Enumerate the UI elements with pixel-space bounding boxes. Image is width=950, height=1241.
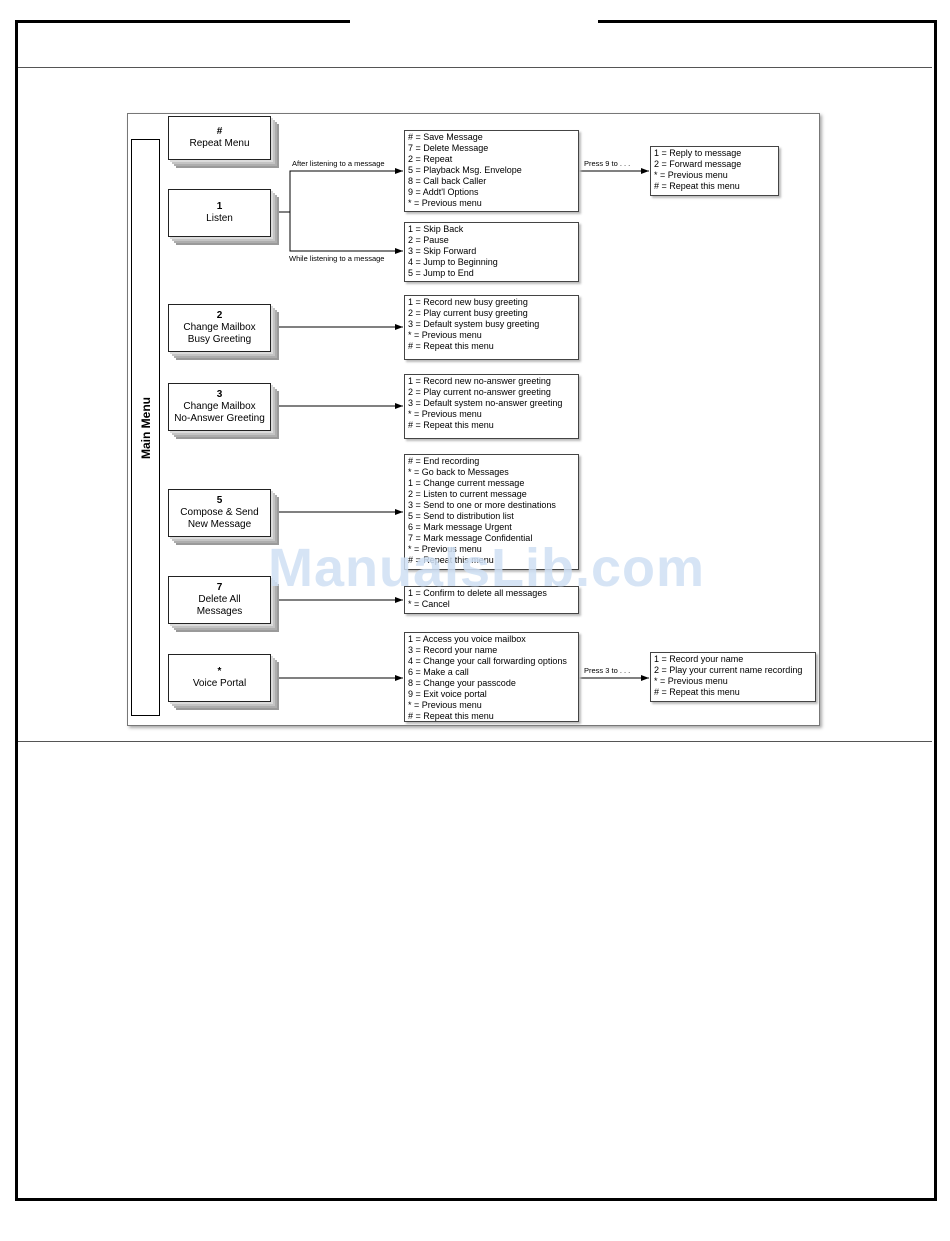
- watermark: ManualsLib.com: [268, 538, 706, 598]
- label-after-listening: After listening to a message: [292, 159, 385, 168]
- option-line: 1 = Record new no-answer greeting: [408, 376, 551, 386]
- option-line: 2 = Forward message: [654, 159, 742, 169]
- key-symbol: 7: [216, 582, 223, 593]
- option-line: 1 = Record new busy greeting: [408, 297, 528, 307]
- option-line: 7 = Delete Message: [408, 143, 489, 153]
- option-line: 2 = Listen to current message: [408, 489, 527, 499]
- option-line: * = Previous menu: [408, 700, 482, 710]
- header-rule-left: [15, 20, 350, 23]
- options-delete-all: 1 = Confirm to delete all messages* = Ca…: [404, 586, 579, 614]
- option-line: 5 = Playback Msg. Envelope: [408, 165, 522, 175]
- option-line: 1 = Confirm to delete all messages: [408, 588, 547, 598]
- key-symbol: 5: [216, 495, 223, 506]
- key-label: Repeat Menu: [189, 138, 250, 149]
- option-line: * = Cancel: [408, 599, 450, 609]
- connector-while-listening: [289, 212, 403, 254]
- option-line: 8 = Change your passcode: [408, 678, 516, 688]
- key-label: Delete All Messages: [196, 594, 243, 617]
- option-line: 7 = Mark message Confidential: [408, 533, 533, 543]
- key-symbol: #: [216, 126, 223, 137]
- connector-after-listening: [289, 168, 403, 212]
- main-menu-bar: Main Menu: [131, 139, 160, 716]
- option-line: # = Repeat this menu: [408, 711, 494, 721]
- option-line: 1 = Access you voice mailbox: [408, 634, 526, 644]
- key-label: Voice Portal: [192, 678, 247, 689]
- option-line: * = Previous menu: [408, 330, 482, 340]
- key-box-noanswer-greeting: 3 Change Mailbox No-Answer Greeting: [168, 383, 271, 431]
- option-line: # = Repeat this menu: [654, 181, 740, 191]
- key-label: Compose & Send New Message: [180, 507, 259, 530]
- key-box-listen: 1 Listen: [168, 189, 271, 237]
- key-box-compose: 5 Compose & Send New Message: [168, 489, 271, 537]
- key-box-voice-portal: * Voice Portal: [168, 654, 271, 702]
- option-line: 4 = Change your call forwarding options: [408, 656, 567, 666]
- option-line: 2 = Play your current name recording: [654, 665, 803, 675]
- key-box-repeat: # Repeat Menu: [168, 116, 271, 160]
- key-box-busy-greeting: 2 Change Mailbox Busy Greeting: [168, 304, 271, 352]
- option-line: 4 = Jump to Beginning: [408, 257, 498, 267]
- key-symbol: 2: [216, 310, 223, 321]
- option-line: 2 = Play current busy greeting: [408, 308, 528, 318]
- page-frame: [15, 20, 937, 1201]
- label-press9: Press 9 to . . .: [584, 159, 631, 168]
- key-label: Change Mailbox Busy Greeting: [183, 322, 256, 345]
- label-press3: Press 3 to . . .: [584, 666, 631, 675]
- option-line: * = Previous menu: [408, 409, 482, 419]
- options-compose: # = End recording* = Go back to Messages…: [404, 454, 579, 570]
- option-line: 2 = Play current no-answer greeting: [408, 387, 551, 397]
- option-line: 3 = Record your name: [408, 645, 498, 655]
- key-symbol: 1: [216, 201, 223, 212]
- option-line: 3 = Skip Forward: [408, 246, 477, 256]
- option-line: 5 = Jump to End: [408, 268, 474, 278]
- divider-bottom: [18, 741, 932, 742]
- option-line: 9 = Addt'l Options: [408, 187, 479, 197]
- option-line: # = Repeat this menu: [654, 687, 740, 697]
- option-line: * = Previous menu: [654, 676, 728, 686]
- option-line: * = Go back to Messages: [408, 467, 509, 477]
- option-line: * = Previous menu: [654, 170, 728, 180]
- option-line: # = Repeat this menu: [408, 420, 494, 430]
- key-label: Listen: [206, 213, 233, 224]
- key-label: Change Mailbox No-Answer Greeting: [174, 401, 265, 424]
- option-line: # = Save Message: [408, 132, 483, 142]
- label-while-listening: While listening to a message: [289, 254, 385, 263]
- option-line: 1 = Skip Back: [408, 224, 464, 234]
- divider-top: [18, 67, 932, 68]
- option-line: 1 = Record your name: [654, 654, 744, 664]
- option-line: 3 = Send to one or more destinations: [408, 500, 556, 510]
- option-line: 1 = Reply to message: [654, 148, 742, 158]
- option-line: * = Previous menu: [408, 198, 482, 208]
- key-symbol: 3: [216, 389, 223, 400]
- option-line: # = Repeat this menu: [408, 555, 494, 565]
- option-line: 3 = Default system no-answer greeting: [408, 398, 563, 408]
- option-line: 6 = Make a call: [408, 667, 469, 677]
- option-line: 2 = Pause: [408, 235, 449, 245]
- key-symbol: *: [217, 666, 222, 677]
- option-line: 8 = Call back Caller: [408, 176, 487, 186]
- option-line: 6 = Mark message Urgent: [408, 522, 512, 532]
- option-line: 5 = Send to distribution list: [408, 511, 514, 521]
- option-line: 9 = Exit voice portal: [408, 689, 487, 699]
- option-line: # = Repeat this menu: [408, 341, 494, 351]
- option-line: * = Previous menu: [408, 544, 482, 554]
- key-box-delete-all: 7 Delete All Messages: [168, 576, 271, 624]
- option-line: 3 = Default system busy greeting: [408, 319, 540, 329]
- option-line: # = End recording: [408, 456, 480, 466]
- option-line: 2 = Repeat: [408, 154, 453, 164]
- option-line: 1 = Change current message: [408, 478, 525, 488]
- header-rule-right: [598, 20, 934, 23]
